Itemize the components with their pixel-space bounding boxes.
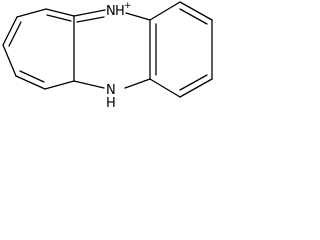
- bond-c1-n-top: [73, 9, 106, 17]
- bond-c9-c10: [179, 1, 213, 21]
- atom-label-n-top: N H +: [106, 1, 132, 19]
- bond-c6-c7: [44, 80, 75, 90]
- cycloheptatriene-ring: [2, 8, 75, 90]
- central-ring: [73, 9, 151, 89]
- atom-n-top-hydrogen: H: [115, 4, 125, 19]
- bond-c2-c3: [16, 8, 47, 18]
- bond-n-bottom-c13: [124, 78, 151, 89]
- bond-c11-c12-double: [179, 74, 208, 91]
- bond-c3-c4: [2, 16, 18, 46]
- bond-c11-c12: [179, 78, 213, 98]
- atom-n-top-charge: +: [124, 1, 132, 11]
- bond-c5-c6: [15, 75, 46, 90]
- bond-c1-c2-double: [46, 14, 72, 22]
- bond-c3-c4-double: [8, 21, 22, 47]
- benzene-ring: [149, 1, 213, 98]
- bond-c7-n-bottom: [73, 80, 105, 89]
- chemical-structure-diagram: N H + N H: [2, 1, 213, 109]
- bond-n-top-c8: [125, 12, 151, 21]
- bond-c4-c5: [2, 44, 17, 77]
- atom-n-top-symbol: N: [106, 4, 116, 19]
- atom-label-n-bottom: N H: [106, 83, 116, 109]
- bond-c1-c2: [45, 8, 75, 17]
- bond-c9-c10-double: [179, 8, 208, 25]
- bond-c1-n-top-double: [76, 16, 105, 23]
- atom-n-bottom-hydrogen: H: [106, 96, 116, 109]
- bond-c8-c9: [149, 1, 181, 21]
- atom-n-bottom-symbol: N: [106, 83, 116, 98]
- bond-c12-c13: [149, 78, 181, 98]
- bond-c5-c6-double: [19, 70, 45, 83]
